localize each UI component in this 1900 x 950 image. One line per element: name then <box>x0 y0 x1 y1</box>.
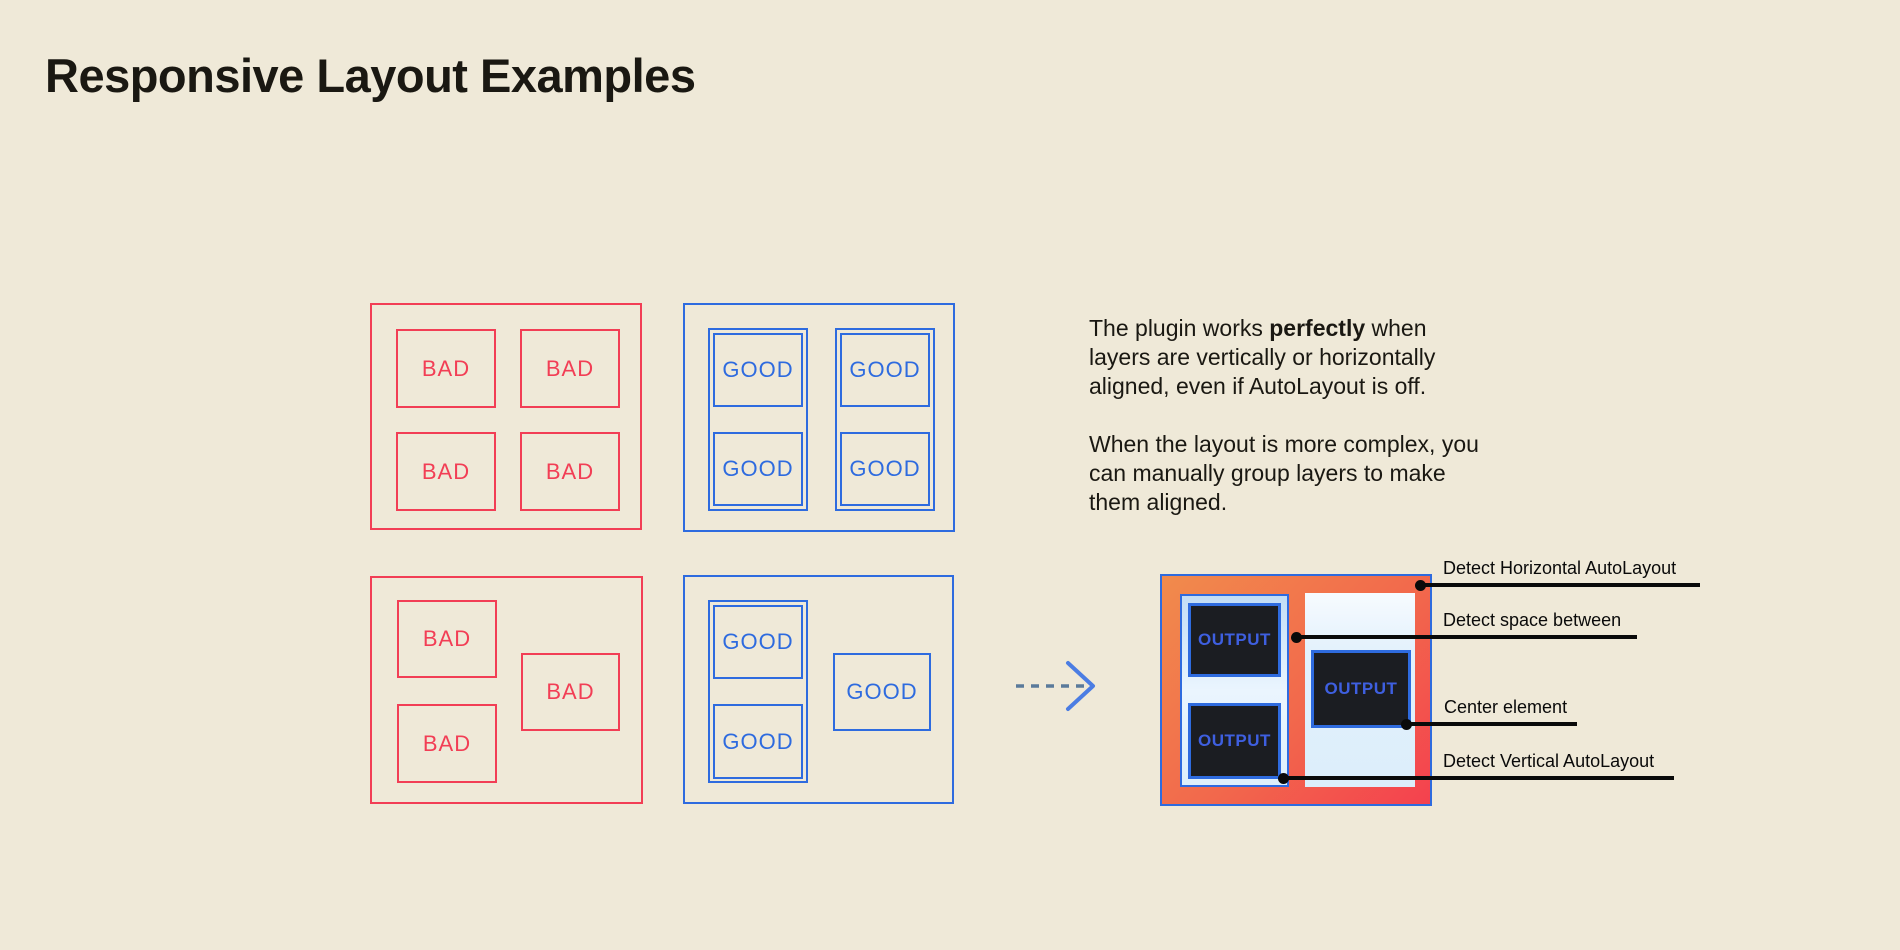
good-box: GOOD <box>840 333 930 407</box>
description-line: them aligned. <box>1089 489 1228 515</box>
bad-label: BAD <box>545 355 595 381</box>
good-box: GOOD <box>713 704 803 779</box>
bad-label: BAD <box>421 458 471 484</box>
connector-dot <box>1401 719 1412 730</box>
good-box: GOOD <box>713 605 803 679</box>
arrow-right-icon <box>1016 661 1095 711</box>
good-box: GOOD <box>713 432 803 506</box>
output-label: OUTPUT <box>1198 630 1271 649</box>
annotation-label: Detect Horizontal AutoLayout <box>1443 558 1677 578</box>
description-line: The plugin works perfectly when <box>1089 315 1427 341</box>
bad-box: BAD <box>397 600 497 678</box>
good-label: GOOD <box>722 728 794 754</box>
good-label: GOOD <box>722 357 794 382</box>
bad-box: BAD <box>396 329 496 408</box>
annotation-label: Detect space between <box>1443 610 1622 630</box>
connector-line <box>1296 635 1637 639</box>
bad-box: BAD <box>521 653 620 731</box>
description-line: can manually group layers to make <box>1089 460 1446 486</box>
output-label: OUTPUT <box>1324 679 1398 698</box>
annotation-label: Center element <box>1444 697 1568 717</box>
good-column-wrapper: GOOD GOOD <box>708 328 808 511</box>
output-box: OUTPUT <box>1188 603 1281 677</box>
paragraph-gap <box>1089 401 1549 430</box>
bad-box: BAD <box>520 329 620 408</box>
bad-label: BAD <box>545 458 595 484</box>
bad-box: BAD <box>520 432 620 511</box>
bad-box: BAD <box>396 432 496 511</box>
good-grid-group: GOOD GOOD GOOD GOOD <box>683 303 955 532</box>
bad-grid-group: BAD BAD BAD BAD <box>370 303 642 530</box>
good-label: GOOD <box>722 629 794 654</box>
output-box: OUTPUT <box>1188 703 1281 779</box>
good-label: GOOD <box>846 679 918 704</box>
good-label: GOOD <box>722 456 794 481</box>
good-label: GOOD <box>849 357 921 382</box>
bad-box: BAD <box>397 704 497 783</box>
good-box: GOOD <box>833 653 931 731</box>
bad-complex-group: BAD BAD BAD <box>370 576 643 804</box>
description-text: The plugin works perfectly when layers a… <box>1089 314 1549 517</box>
description-line: aligned, even if AutoLayout is off. <box>1089 373 1427 399</box>
good-column-wrapper: GOOD GOOD <box>835 328 935 511</box>
description-line: layers are vertically or horizontally <box>1089 344 1436 370</box>
output-result-group: OUTPUT OUTPUT OUTPUT <box>1160 574 1432 806</box>
annotation-label: Detect Vertical AutoLayout <box>1443 751 1655 771</box>
description-line: When the layout is more complex, you <box>1089 431 1479 457</box>
good-box: GOOD <box>840 432 930 506</box>
bad-label: BAD <box>546 679 595 704</box>
good-complex-group: GOOD GOOD GOOD <box>683 575 954 804</box>
output-vertical-wrapper: OUTPUT OUTPUT <box>1180 594 1289 787</box>
bad-label: BAD <box>422 626 472 651</box>
connector-line <box>1420 583 1700 587</box>
connector-line <box>1283 776 1674 780</box>
good-box: GOOD <box>713 333 803 407</box>
bad-label: BAD <box>421 355 471 381</box>
bad-label: BAD <box>422 730 472 756</box>
good-column-wrapper: GOOD GOOD <box>708 600 808 783</box>
page-title: Responsive Layout Examples <box>45 49 696 102</box>
good-label: GOOD <box>849 456 921 481</box>
output-label: OUTPUT <box>1198 731 1271 750</box>
bold-word: perfectly <box>1269 315 1366 341</box>
connector-line <box>1407 722 1577 726</box>
output-box-centered: OUTPUT <box>1311 650 1411 728</box>
